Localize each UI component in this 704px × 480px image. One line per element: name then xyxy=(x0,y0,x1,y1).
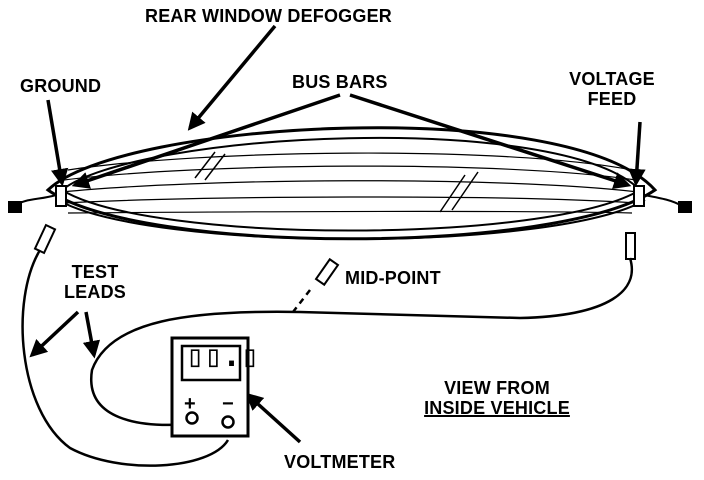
rear-window-defogger-label: REAR WINDOW DEFOGGER xyxy=(145,6,392,26)
voltmeter-display: ▯▯.▯ xyxy=(186,339,260,374)
ground-label: GROUND xyxy=(20,76,102,96)
leader-arrows xyxy=(29,24,646,444)
voltage-feed-label: VOLTAGE FEED xyxy=(560,69,664,109)
test-leads-line2: LEADS xyxy=(63,282,126,302)
ground-connector xyxy=(8,194,57,213)
test-lead-wire-right xyxy=(90,257,633,427)
view-line1: VIEW FROM xyxy=(444,378,550,398)
voltage-feed-connector xyxy=(643,194,692,213)
voltmeter-plus-sign: + xyxy=(184,393,196,415)
voltmeter-device xyxy=(170,336,250,438)
test-probe-mid xyxy=(314,257,340,287)
test-probe-left xyxy=(33,223,57,255)
bus-bar-right xyxy=(633,185,645,207)
voltmeter-minus-sign: − xyxy=(222,393,234,415)
voltmeter-negative-terminal xyxy=(221,415,235,429)
bus-bars-label: BUS BARS xyxy=(292,72,388,92)
voltage-feed-line2: FEED xyxy=(587,89,637,109)
test-leads-line1: TEST xyxy=(71,262,119,282)
voltage-feed-line1: VOLTAGE xyxy=(569,69,655,89)
view-line2: INSIDE VEHICLE xyxy=(424,398,570,418)
mid-point-label: MID-POINT xyxy=(345,268,441,288)
test-lead-wire-mid xyxy=(292,289,311,313)
bus-bar-left xyxy=(55,185,67,207)
test-leads-label: TEST LEADS xyxy=(52,262,138,302)
voltmeter-positive-terminal xyxy=(185,411,199,425)
voltmeter-label: VOLTMETER xyxy=(284,452,396,472)
svg-text:~~~~~: ~~~~~ xyxy=(336,227,354,234)
test-probe-right xyxy=(625,232,636,260)
test-lead-wire-left xyxy=(21,249,230,467)
rear-window-glass xyxy=(45,126,658,241)
view-from-inside-vehicle-label: VIEW FROM INSIDE VEHICLE xyxy=(412,378,582,418)
